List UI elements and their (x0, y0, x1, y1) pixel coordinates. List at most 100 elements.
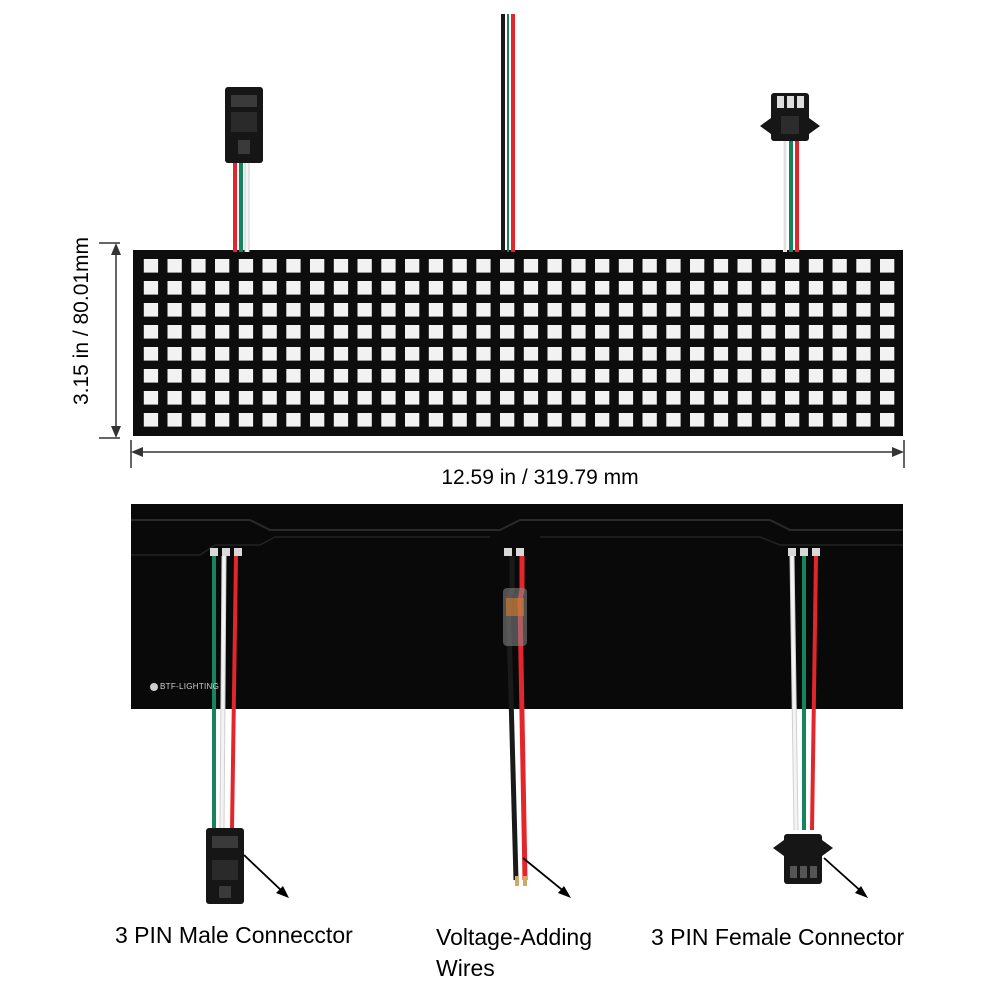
led-pixel (310, 391, 325, 405)
led-grid (143, 259, 895, 427)
led-pixel (832, 391, 847, 405)
led-pixel (381, 347, 396, 361)
back-female-connector (773, 834, 833, 884)
led-pixel (143, 347, 159, 361)
led-pixel (357, 369, 372, 383)
width-dimension (130, 440, 905, 468)
led-pixel (238, 391, 254, 405)
led-pixel (618, 281, 634, 295)
led-pixel (595, 281, 610, 295)
led-pixel (666, 259, 681, 273)
led-pixel (523, 303, 539, 317)
led-pixel (333, 391, 349, 405)
led-pixel (761, 259, 776, 273)
led-pixel (357, 325, 372, 339)
led-pixel (713, 281, 729, 295)
led-pixel (785, 391, 800, 405)
led-pixel (713, 391, 729, 405)
led-pixel (785, 369, 800, 383)
led-pixel (191, 259, 206, 273)
led-pixel (191, 325, 206, 339)
led-pixel (547, 303, 562, 317)
led-pixel (832, 259, 847, 273)
led-pixel (618, 347, 634, 361)
led-pixel (405, 347, 420, 361)
led-pixel (880, 347, 895, 361)
back-center-wires (503, 556, 528, 886)
led-pixel (381, 281, 396, 295)
led-pixel (191, 281, 206, 295)
led-pixel (238, 303, 254, 317)
led-pixel (452, 347, 467, 361)
led-pixel (642, 413, 657, 427)
led-pixel (452, 259, 467, 273)
led-pixel (405, 369, 420, 383)
led-pixel (286, 347, 301, 361)
led-pixel (523, 413, 539, 427)
led-pixel (215, 325, 230, 339)
led-pixel (476, 347, 491, 361)
led-pixel (262, 325, 277, 339)
led-pixel (405, 259, 420, 273)
led-pixel (880, 325, 895, 339)
led-pixel (713, 369, 729, 383)
led-pixel (642, 325, 657, 339)
width-dimension-label: 12.59 in / 319.79 mm (441, 466, 639, 489)
led-pixel (523, 391, 539, 405)
led-pixel (618, 259, 634, 273)
led-pixel (666, 413, 681, 427)
led-pixel (880, 413, 895, 427)
led-pixel (310, 369, 325, 383)
led-pixel (690, 391, 705, 405)
led-pixel (737, 325, 752, 339)
led-pixel (666, 325, 681, 339)
led-pixel (618, 369, 634, 383)
led-pixel (500, 259, 515, 273)
led-pixel (690, 413, 705, 427)
led-pixel (737, 259, 752, 273)
led-pixel (666, 391, 681, 405)
led-pixel (808, 259, 824, 273)
led-pixel (880, 259, 895, 273)
led-pixel (880, 281, 895, 295)
led-pixel (286, 413, 301, 427)
led-pixel (405, 303, 420, 317)
led-pixel (880, 369, 895, 383)
led-pixel (357, 303, 372, 317)
led-pixel (191, 413, 206, 427)
front-panel-board (133, 250, 903, 436)
led-pixel (452, 369, 467, 383)
led-pixel (713, 325, 729, 339)
led-pixel (713, 347, 729, 361)
led-pixel (167, 347, 182, 361)
led-pixel (286, 303, 301, 317)
led-pixel (547, 281, 562, 295)
led-pixel (856, 281, 871, 295)
led-pixel (737, 347, 752, 361)
led-pixel (856, 347, 871, 361)
led-pixel (547, 347, 562, 361)
led-pixel (333, 413, 349, 427)
led-pixel (215, 303, 230, 317)
led-pixel (808, 369, 824, 383)
led-pixel (286, 259, 301, 273)
led-pixel (618, 391, 634, 405)
back-left-wires (212, 555, 238, 831)
voltage-wires-label-line1: Voltage-Adding (436, 924, 593, 950)
led-pixel (310, 347, 325, 361)
led-pixel (595, 259, 610, 273)
led-pixel (642, 303, 657, 317)
led-pixel (238, 369, 254, 383)
led-pixel (737, 369, 752, 383)
led-pixel (405, 413, 420, 427)
led-pixel (856, 325, 871, 339)
led-pixel (262, 259, 277, 273)
led-pixel (761, 325, 776, 339)
led-pixel (595, 347, 610, 361)
led-pixel (143, 281, 159, 295)
led-pixel (856, 259, 871, 273)
led-pixel (286, 391, 301, 405)
led-pixel (595, 391, 610, 405)
led-pixel (785, 413, 800, 427)
